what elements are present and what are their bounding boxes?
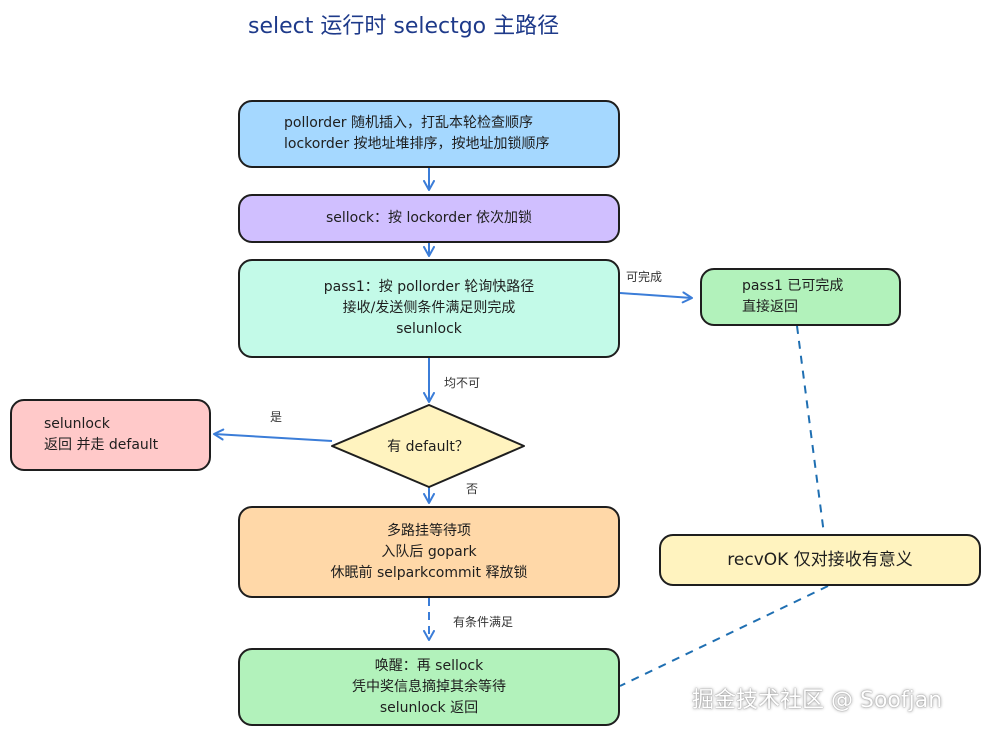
pass1-node-line-2: 接收/发送侧条件满足则完成	[342, 300, 516, 316]
wakeup-node: 唤醒：再 sellock 凭中奖信息摘掉其余等待 selunlock 返回	[238, 648, 620, 726]
recvok-note: recvOK 仅对接收有意义	[659, 534, 981, 586]
edge-pass1-to-done	[619, 291, 693, 304]
edge-label-condition-met: 有条件满足	[453, 615, 514, 629]
order-node-line-2: lockorder 按地址堆排序，按地址加锁顺序	[284, 136, 550, 152]
enqueue-line-3: 休眠前 selparkcommit 释放锁	[330, 564, 528, 581]
sellock-node: sellock：按 lockorder 依次加锁	[238, 194, 620, 243]
diagram-title: select 运行时 selectgo 主路径	[248, 14, 560, 39]
default-return-line-1: selunlock	[44, 416, 110, 432]
enqueue-line-1: 多路挂等待项	[387, 522, 471, 539]
pass1-node: pass1：按 pollorder 轮询快路径 接收/发送侧条件满足则完成 se…	[238, 259, 620, 358]
edge-decision-to-default	[213, 428, 333, 442]
enqueue-node: 多路挂等待项 入队后 gopark 休眠前 selparkcommit 释放锁	[238, 506, 620, 598]
default-return-node: selunlock 返回 并走 default	[10, 399, 211, 471]
pass1-node-line-1: pass1：按 pollorder 轮询快路径	[323, 279, 535, 295]
enqueue-line-2: 入队后 gopark	[381, 543, 477, 560]
pass1-done-line-2: 直接返回	[742, 299, 798, 315]
wakeup-line-3: selunlock 返回	[379, 699, 479, 716]
recvok-note-line-1: recvOK 仅对接收有意义	[727, 549, 913, 570]
sellock-node-line-1: sellock：按 lockorder 依次加锁	[325, 210, 533, 226]
order-node-line-1: pollorder 随机插入，打乱本轮检查顺序	[284, 115, 534, 131]
default-decision-diamond	[331, 404, 525, 488]
pass1-done-line-1: pass1 已可完成	[742, 278, 844, 294]
order-node: pollorder 随机插入，打乱本轮检查顺序 lockorder 按地址堆排序…	[238, 100, 620, 168]
note-link-wakeup	[619, 585, 829, 687]
edge-label-none-can: 均不可	[444, 376, 481, 390]
pass1-done-node: pass1 已可完成 直接返回	[700, 268, 901, 326]
pass1-node-line-3: selunlock	[396, 321, 462, 337]
watermark: 掘金技术社区 @ Soofjan	[692, 688, 943, 713]
note-link-pass1-done	[796, 325, 825, 535]
wakeup-line-2: 凭中奖信息摘掉其余等待	[352, 678, 506, 695]
edge-label-can-complete: 可完成	[626, 270, 663, 284]
default-decision-label: 有 default？	[387, 439, 469, 455]
default-return-line-2: 返回 并走 default	[44, 437, 159, 453]
edge-label-no: 否	[466, 482, 479, 496]
edge-label-yes: 是	[270, 410, 283, 424]
wakeup-line-1: 唤醒：再 sellock	[374, 657, 484, 674]
